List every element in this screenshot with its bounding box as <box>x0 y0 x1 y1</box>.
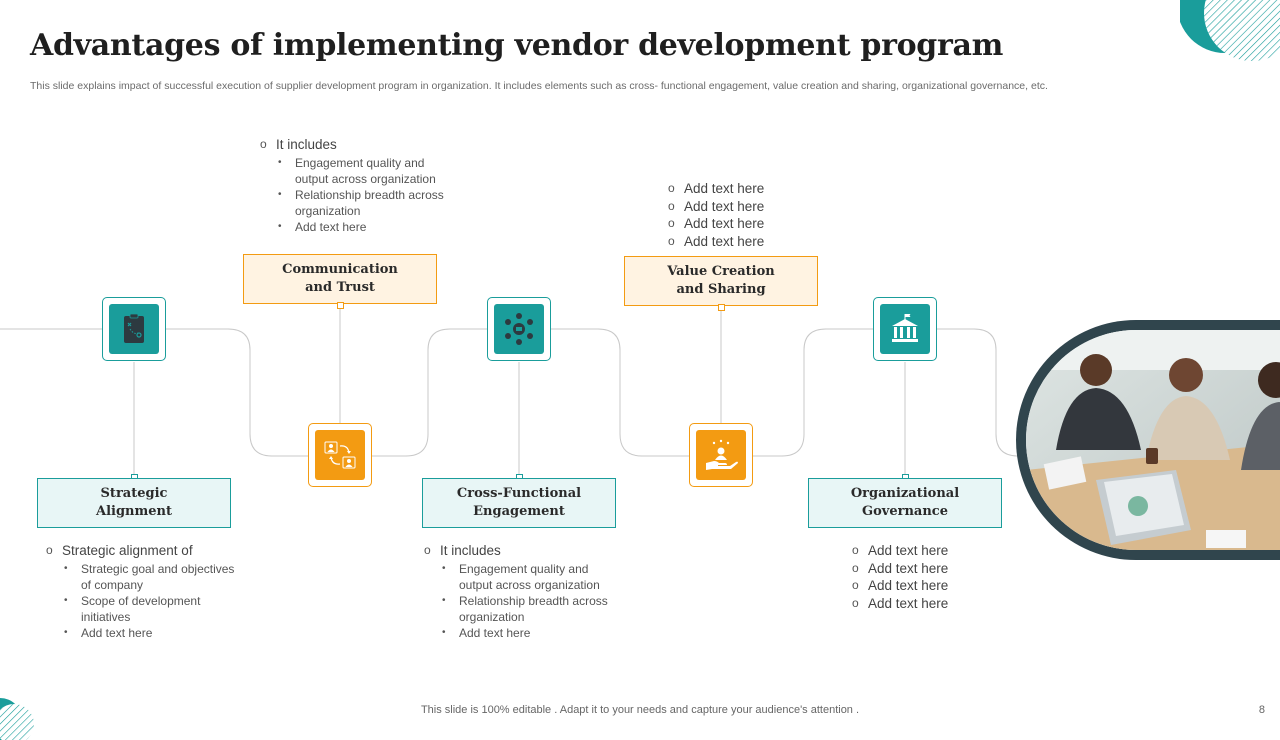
list-item: Add text here <box>850 542 1010 560</box>
footer-note: This slide is 100% editable . Adapt it t… <box>420 704 860 716</box>
value-creation-details: Add text here Add text here Add text her… <box>666 180 826 250</box>
bullet-item: Add text here <box>62 625 244 641</box>
value-creation-label: Value Creation and Sharing <box>624 256 818 306</box>
strategic-alignment-icon-box <box>102 297 166 361</box>
slide-subtitle: This slide explains impact of successful… <box>30 80 1048 92</box>
strategic-alignment-details: Strategic alignment of Strategic goal an… <box>44 542 244 641</box>
flow-connector-lines <box>0 306 1030 478</box>
bullet-item: Add text here <box>440 625 622 641</box>
bullet-item: Relationship breadth across organization <box>440 593 622 625</box>
lead-text: It includes <box>422 542 622 560</box>
corner-decoration <box>1180 0 1280 61</box>
bullet-item: Engagement quality and output across org… <box>440 561 622 593</box>
list-item: Add text here <box>666 180 826 198</box>
list-item: Add text here <box>666 215 826 233</box>
list-item: Add text here <box>850 595 1010 613</box>
bullet-item: Engagement quality and output across org… <box>276 155 458 187</box>
list-item: Add text here <box>850 560 1010 578</box>
lead-text: It includes <box>258 136 458 154</box>
connector-dot <box>337 302 344 309</box>
page-number: 8 <box>1258 704 1265 716</box>
governance-label: Organizational Governance <box>808 478 1002 528</box>
bullet-item: Scope of development initiatives <box>62 593 244 625</box>
value-creation-icon-box <box>689 423 753 487</box>
business-team-photo <box>1016 320 1280 560</box>
communication-trust-label: Communication and Trust <box>243 254 437 304</box>
strategic-alignment-label: Strategic Alignment <box>37 478 231 528</box>
list-item: Add text here <box>850 577 1010 595</box>
strategy-board-icon <box>124 313 144 343</box>
list-item: Add text here <box>666 198 826 216</box>
team-meeting-icon <box>505 313 533 345</box>
bullet-item: Add text here <box>276 219 458 235</box>
connector-dot <box>718 304 725 311</box>
bullet-item: Relationship breadth across organization <box>276 187 458 219</box>
communication-trust-icon-box <box>308 423 372 487</box>
cross-functional-details: It includes Engagement quality and outpu… <box>422 542 622 641</box>
communication-trust-details: It includes Engagement quality and outpu… <box>258 136 458 235</box>
government-building-icon <box>892 314 918 342</box>
people-exchange-icon <box>324 441 356 469</box>
lead-text: Strategic alignment of <box>44 542 244 560</box>
hand-person-icon <box>706 439 738 470</box>
governance-details: Add text here Add text here Add text her… <box>850 542 1010 612</box>
slide-title: Advantages of implementing vendor develo… <box>30 28 1004 63</box>
governance-icon-box <box>873 297 937 361</box>
list-item: Add text here <box>666 233 826 251</box>
bullet-item: Strategic goal and objectives of company <box>62 561 244 593</box>
cross-functional-icon-box <box>487 297 551 361</box>
cross-functional-label: Cross-Functional Engagement <box>422 478 616 528</box>
